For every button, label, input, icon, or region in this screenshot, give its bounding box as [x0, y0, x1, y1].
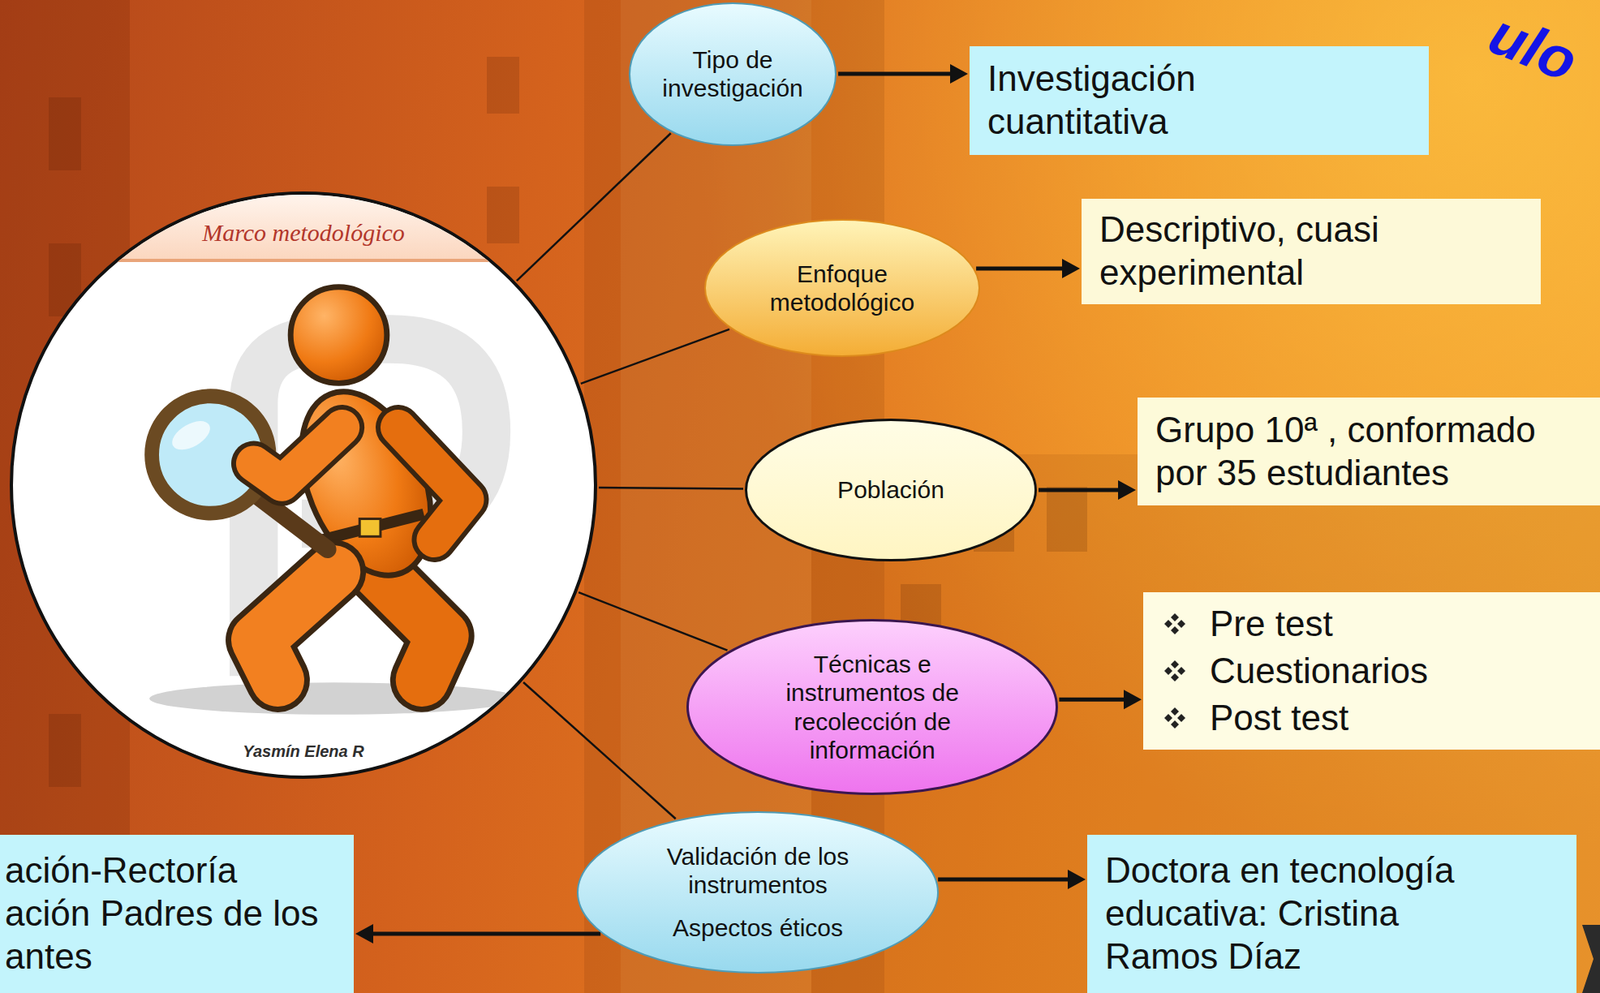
- box-text: ación-Rectoría: [4, 849, 346, 893]
- arrow-connector: [937, 869, 1086, 890]
- methodology-circle: Marco metodológicoYasmín Elena R: [9, 191, 598, 779]
- spoke-line: [598, 487, 744, 489]
- oval-content: Técnicas e instrumentos de recolección d…: [766, 649, 978, 764]
- box-content: Doctora en tecnología educativa: Cristin…: [1105, 849, 1495, 978]
- arrow-connector: [976, 258, 1080, 279]
- arrowhead: [355, 924, 374, 944]
- arrowhead: [1123, 689, 1142, 710]
- connector-line: [371, 932, 601, 937]
- box-content: Descriptivo, cuasi experimental: [1099, 208, 1457, 295]
- arrowhead: [1062, 258, 1080, 279]
- oval-outline: [686, 619, 1059, 796]
- connector-line: [937, 877, 1070, 882]
- oval-content: Enfoque metodológico: [756, 259, 928, 317]
- list-item-text: Cuestionarios: [1209, 647, 1428, 695]
- answer-box: Grupo 10ª , conformado por 35 estudiante…: [1137, 397, 1600, 506]
- list-item: Pre test: [1164, 600, 1546, 648]
- oval-content: Validación de los instrumentosAspectos é…: [648, 842, 868, 942]
- topic-oval: Validación de los instrumentosAspectos é…: [576, 811, 939, 974]
- answer-box: ación-Rectoríaación Padres de los antes: [0, 834, 354, 993]
- author-name: Yasmín Elena R: [12, 742, 594, 762]
- topic-oval: Tipo de investigación: [628, 2, 837, 147]
- arrow-connector: [1058, 689, 1142, 710]
- arrowhead: [1067, 869, 1086, 890]
- oval-outline: [704, 219, 981, 357]
- oval-label: Técnicas e instrumentos de recolección d…: [766, 649, 978, 764]
- frame-title: Marco metodológico: [12, 219, 594, 247]
- connector-line: [1038, 488, 1120, 493]
- bullet-symbol: [1164, 660, 1186, 682]
- bullet-symbol: [1164, 613, 1186, 635]
- connector-line: [580, 329, 730, 384]
- oval-label: Población: [837, 475, 945, 504]
- oval-label: Validación de los instrumentos: [648, 842, 868, 899]
- box-text: Grupo 10ª , conformado por 35 estudiante…: [1155, 408, 1578, 495]
- arrowhead: [950, 64, 968, 84]
- detective-figure-illustration: [12, 194, 594, 776]
- topic-oval: Enfoque metodológico: [704, 219, 981, 357]
- oval-content: Tipo de investigación: [655, 45, 810, 103]
- box-content: Investigación cuantitativa: [987, 57, 1345, 144]
- arrow-connector: [355, 924, 601, 944]
- box-text: Doctora en tecnología educativa: Cristin…: [1105, 849, 1495, 978]
- oval-label: Tipo de investigación: [655, 45, 810, 103]
- connector-line: [578, 592, 727, 650]
- oval-content: Población: [837, 475, 945, 504]
- chapter-heading-fragment: ulo: [1481, 3, 1585, 91]
- arrow-connector: [1038, 480, 1136, 500]
- connector-line: [976, 266, 1064, 271]
- list-item-text: Pre test: [1209, 600, 1334, 648]
- box-content: ación-Rectoríaación Padres de los antes: [4, 849, 346, 978]
- arrow-connector: [838, 64, 968, 84]
- topic-oval: Población: [744, 418, 1037, 562]
- spoke-line: [523, 682, 676, 819]
- answer-box: Investigación cuantitativa: [969, 46, 1429, 155]
- box-text: Investigación cuantitativa: [987, 57, 1345, 144]
- topic-oval: Técnicas e instrumentos de recolección d…: [686, 619, 1059, 796]
- arrowhead: [1118, 480, 1136, 500]
- spoke-line: [578, 592, 727, 650]
- answer-box: Descriptivo, cuasi experimental: [1081, 198, 1541, 305]
- oval-outline: [628, 2, 837, 147]
- list-item: Post test: [1164, 694, 1546, 742]
- connector-line: [598, 487, 744, 489]
- list-item: Cuestionarios: [1164, 647, 1546, 695]
- list-item-text: Post test: [1209, 694, 1349, 742]
- box-content: Grupo 10ª , conformado por 35 estudiante…: [1155, 408, 1578, 495]
- connector-line: [1058, 697, 1126, 702]
- box-content: Pre testCuestionariosPost test: [1164, 600, 1546, 742]
- list-box: Pre testCuestionariosPost test: [1143, 592, 1600, 750]
- bullet-symbol: [1164, 707, 1186, 729]
- box-text: Descriptivo, cuasi experimental: [1099, 208, 1457, 295]
- connector-line: [523, 682, 676, 819]
- spoke-line: [580, 329, 730, 384]
- answer-box: Doctora en tecnología educativa: Cristin…: [1087, 834, 1577, 993]
- connector-line: [838, 72, 952, 77]
- box-text: ación Padres de los antes: [4, 892, 346, 979]
- oval-label: Enfoque metodológico: [756, 259, 928, 317]
- oval-label: Aspectos éticos: [648, 914, 868, 943]
